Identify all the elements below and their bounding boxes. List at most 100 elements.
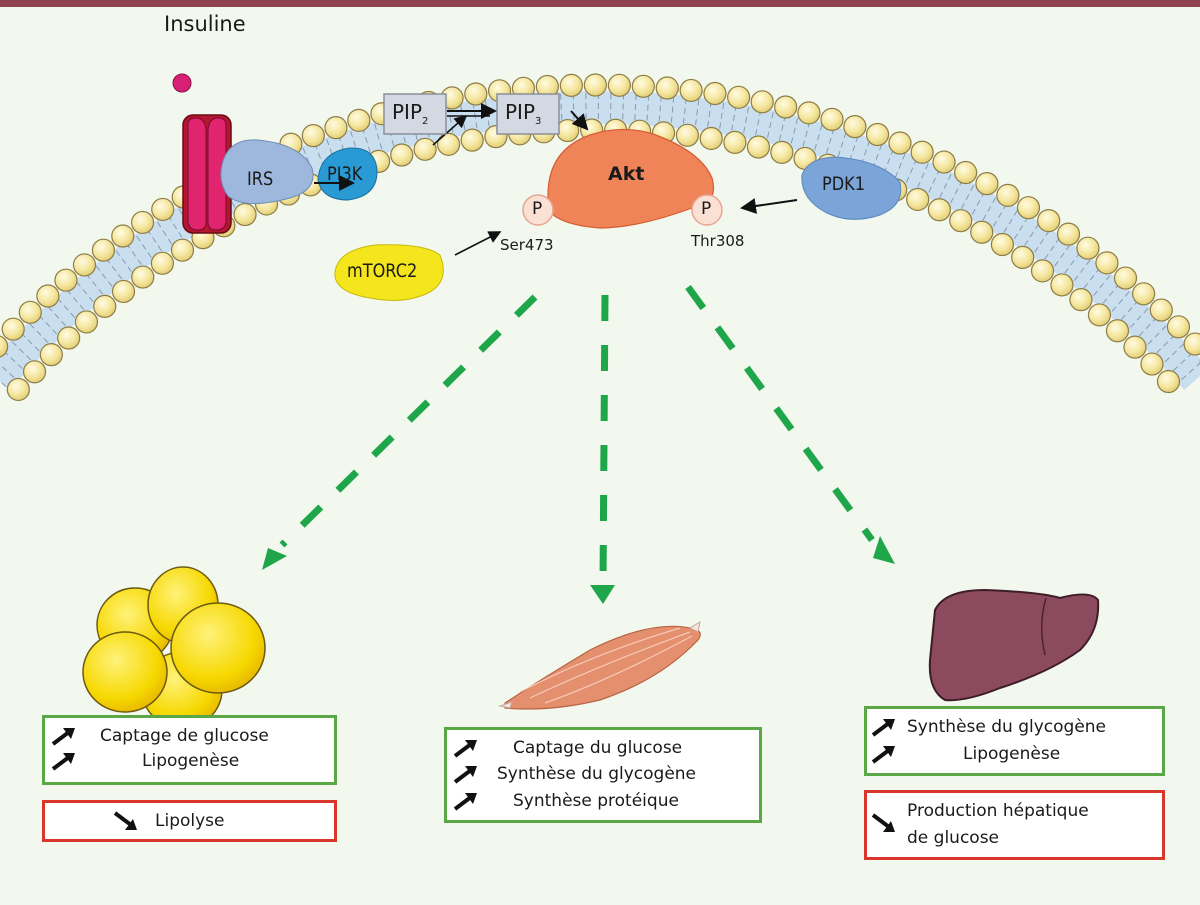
lipid-head bbox=[347, 108, 371, 132]
pip3-box bbox=[496, 93, 560, 135]
lipid-head bbox=[954, 160, 978, 185]
lipid-head bbox=[18, 300, 42, 324]
lipid-head bbox=[413, 137, 437, 161]
lipid-tail bbox=[57, 297, 78, 321]
lipid-head bbox=[36, 284, 60, 308]
lipid-tail bbox=[825, 128, 835, 157]
lipid-tail bbox=[801, 121, 811, 150]
lipid-tail bbox=[658, 95, 662, 125]
lipid-tail bbox=[136, 235, 154, 261]
lipid-tail bbox=[125, 243, 144, 268]
insulin-label: Insuline bbox=[164, 12, 246, 36]
up-arrow-icon bbox=[871, 746, 895, 764]
lipid-tail bbox=[374, 123, 384, 153]
lipid-head bbox=[820, 107, 844, 131]
lipid-head bbox=[679, 78, 703, 103]
lipid-head bbox=[131, 265, 155, 289]
adipocyte-cluster-icon bbox=[82, 566, 266, 729]
lipid-tail bbox=[927, 168, 941, 196]
lipid-head bbox=[170, 238, 195, 262]
lipid-head bbox=[1183, 332, 1200, 356]
lipid-head bbox=[1050, 273, 1074, 297]
adipose-decrease-row: Lipolyse bbox=[45, 809, 334, 833]
lipid-tail bbox=[20, 332, 42, 354]
lipid-tail bbox=[790, 118, 799, 147]
lipid-head bbox=[770, 140, 794, 164]
lipid-tail bbox=[670, 96, 675, 126]
lipid-tail bbox=[1154, 334, 1176, 356]
up-arrow-icon bbox=[453, 793, 477, 811]
lipid-tail bbox=[29, 323, 51, 346]
lipid-head bbox=[57, 326, 81, 350]
arrowhead-muscle bbox=[590, 585, 615, 604]
lipid-head bbox=[975, 172, 999, 196]
lipid-tail bbox=[893, 153, 906, 181]
arrowhead-adipose bbox=[262, 548, 287, 570]
adipose-increase-row: Lipogenèse bbox=[45, 749, 334, 773]
pip2-box bbox=[383, 93, 447, 135]
lipid-head bbox=[932, 150, 956, 174]
muscle-icon bbox=[498, 620, 701, 710]
thr308-label: Thr308 bbox=[691, 232, 745, 250]
irs-label: IRS bbox=[247, 168, 274, 190]
lipid-tail bbox=[0, 364, 17, 381]
lipid-tail bbox=[915, 163, 929, 191]
liver-decrease-row: Production hépatique bbox=[907, 801, 1089, 821]
pip3-label: PIP3 bbox=[505, 100, 542, 127]
lipid-head bbox=[1030, 259, 1055, 283]
lipid-tail bbox=[1081, 267, 1101, 291]
lipid-head bbox=[1156, 369, 1181, 394]
lipid-tail bbox=[38, 314, 60, 337]
lipid-head bbox=[150, 251, 175, 275]
lipid-tail bbox=[66, 289, 87, 313]
down-arrow-icon bbox=[113, 811, 137, 830]
phospho-p-ser473: P bbox=[532, 199, 543, 219]
liver-icon bbox=[928, 588, 1100, 702]
lipid-tail bbox=[706, 101, 712, 130]
lipid-head bbox=[111, 224, 135, 248]
pip3-to-akt-arrow bbox=[570, 110, 589, 131]
lipid-head bbox=[703, 81, 727, 106]
lipid-tail bbox=[682, 97, 687, 127]
lipid-head bbox=[990, 232, 1015, 257]
insulin-receptor bbox=[182, 114, 232, 234]
lipid-tail bbox=[0, 380, 9, 390]
lipid-tail bbox=[754, 109, 762, 139]
lipid-tail bbox=[1012, 216, 1029, 242]
lipid-tail bbox=[1100, 283, 1120, 307]
pdk1-label: PDK1 bbox=[822, 173, 866, 195]
mtorc2-label: mTORC2 bbox=[347, 260, 418, 282]
lipid-head bbox=[774, 95, 798, 119]
lipid-head bbox=[910, 140, 934, 164]
lipid-head bbox=[1105, 319, 1130, 343]
down-arrow-icon bbox=[871, 813, 895, 832]
lipid-head bbox=[464, 82, 488, 106]
lipid-head bbox=[130, 210, 155, 235]
lipid-head bbox=[1016, 196, 1041, 220]
pdk1-to-akt-arrow bbox=[740, 198, 798, 214]
lipid-tail bbox=[959, 185, 974, 212]
lipid-head bbox=[970, 220, 994, 244]
lipid-tail bbox=[105, 257, 124, 282]
lipid-head bbox=[1056, 222, 1081, 246]
mtorc2-protein bbox=[334, 244, 444, 301]
pi3k-arrow bbox=[432, 114, 468, 146]
lipid-head bbox=[22, 360, 47, 384]
up-arrow-icon bbox=[51, 728, 75, 746]
insulin-ligand bbox=[172, 73, 192, 93]
up-arrow-icon bbox=[871, 719, 895, 737]
phospho-site-ser473 bbox=[522, 194, 554, 226]
lipid-tail bbox=[146, 228, 164, 254]
lipid-head bbox=[607, 73, 631, 97]
lipid-head bbox=[727, 85, 751, 109]
lipid-head bbox=[6, 377, 30, 402]
lipid-tail bbox=[95, 265, 115, 290]
lipid-tail bbox=[1162, 343, 1185, 365]
lipid-tail bbox=[1109, 291, 1130, 314]
lipid-head bbox=[91, 238, 116, 262]
pip2-label: PIP2 bbox=[392, 100, 429, 127]
lipid-head bbox=[675, 123, 700, 147]
lipid-tail bbox=[766, 112, 774, 141]
adipose-decrease-box: Lipolyse bbox=[42, 800, 337, 842]
